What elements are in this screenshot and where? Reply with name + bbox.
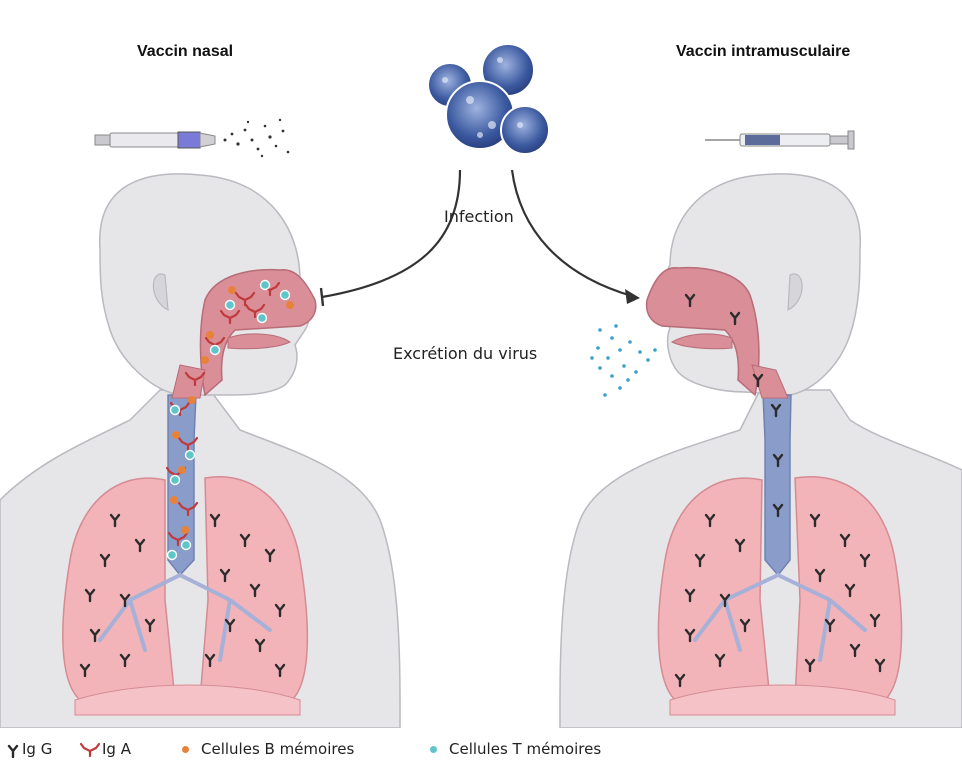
arrow-head [625, 289, 640, 304]
t-cell-dot-icon [430, 745, 437, 753]
inhibition-bar [319, 287, 325, 307]
legend-b-cells: Cellules B mémoires [182, 738, 354, 760]
legend: Ig G Ig A Cellules B mémoires Cellules T… [0, 728, 962, 768]
iga-icon [79, 742, 101, 758]
arrow-icon [510, 169, 633, 298]
left-b-cells [170, 286, 294, 534]
left-bronchi [98, 573, 272, 662]
igg-icon [7, 744, 19, 758]
syringe-icon [705, 130, 855, 150]
left-lung-l [62, 477, 176, 701]
right-tongue [670, 333, 733, 350]
left-person [0, 173, 401, 729]
legend-iga: Ig A [78, 738, 131, 760]
title-intramuscular-vaccine: Vaccin intramusculaire [676, 43, 851, 60]
legend-iga-label: Ig A [102, 740, 131, 758]
title-nasal-vaccine: Vaccin nasal [137, 43, 234, 60]
right-trachea [762, 394, 792, 577]
label-virus-excretion: Excrétion du virus [393, 344, 538, 363]
left-t-cells [166, 279, 291, 561]
legend-igg-label: Ig G [22, 740, 53, 758]
right-person [559, 173, 962, 729]
left-body [0, 389, 401, 729]
coronavirus-icon [427, 43, 550, 155]
left-diaphragm [74, 684, 301, 716]
left-ear [152, 273, 169, 312]
right-diaphragm [669, 684, 896, 716]
legend-igg: Ig G [4, 738, 52, 760]
legend-t-cells-label: Cellules T mémoires [449, 740, 602, 758]
left-tongue [227, 333, 291, 350]
b-cell-dot-icon [182, 745, 189, 753]
label-infection: Infection [444, 207, 514, 226]
right-ear [787, 273, 803, 312]
nasal-spray-syringe-icon [94, 118, 290, 158]
inhibition-arrow-icon [321, 169, 462, 299]
excreted-virus-droplets [590, 324, 657, 397]
left-pharynx [171, 364, 206, 399]
right-pharynx [751, 364, 789, 399]
legend-b-cells-label: Cellules B mémoires [201, 740, 355, 758]
legend-t-cells: Cellules T mémoires [430, 738, 601, 760]
right-lung-l [657, 477, 771, 701]
